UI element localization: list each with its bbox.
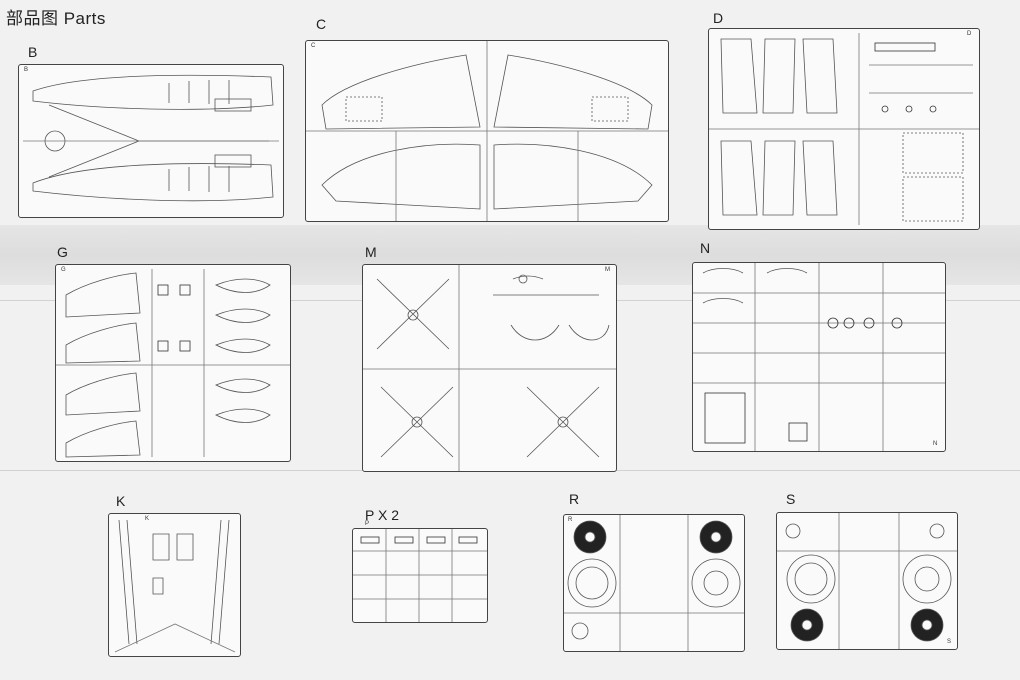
sprue-tag-m: M <box>605 267 610 273</box>
sprue-label-n: N <box>700 240 711 256</box>
sprue-label-c: C <box>316 16 327 32</box>
sprue-tag-b: B <box>24 67 29 73</box>
fuselage-halves-drawing <box>23 74 279 202</box>
sprue-tag-g: G <box>61 267 66 273</box>
sprue-frame-g: G <box>55 264 291 462</box>
canopy-frames-drawing <box>114 519 236 653</box>
engine-parts-drawing <box>564 515 744 651</box>
sprue-label-p: P X 2 <box>365 507 399 523</box>
sprue-tag-r: R <box>568 517 573 523</box>
sprue-tag-k: K <box>145 516 150 522</box>
small-parts-grid-drawing <box>353 529 487 622</box>
sprue-frame-s: S <box>776 512 958 650</box>
engine-parts-drawing <box>777 513 957 649</box>
sprue-frame-d: D <box>708 28 980 230</box>
sprue-label-g: G <box>57 244 68 260</box>
sprue-tag-s: S <box>947 639 952 645</box>
sprue-frame-c: C <box>305 40 669 222</box>
sprue-tag-p: P <box>365 521 370 527</box>
sprue-tag-c: C <box>311 43 316 49</box>
sprue-frame-k: K <box>108 513 241 657</box>
sprue-frame-m: M <box>362 264 617 472</box>
sprue-frame-b: B <box>18 64 284 218</box>
small-parts-drawing <box>693 263 945 451</box>
sprue-frame-p: P <box>352 521 488 623</box>
sprue-tag-n: N <box>933 441 938 447</box>
sprue-frame-n: N <box>692 262 946 452</box>
sprue-label-d: D <box>713 10 724 26</box>
sprue-label-r: R <box>569 491 580 507</box>
sprue-label-m: M <box>365 244 377 260</box>
propellers-drawing <box>363 265 616 471</box>
sprue-label-b: B <box>28 44 38 60</box>
wing-panels-drawing <box>306 41 668 221</box>
page-title: 部品图 Parts <box>6 9 106 28</box>
sprue-label-k: K <box>116 493 126 509</box>
control-surfaces-drawing <box>56 269 290 458</box>
tail-surfaces-drawing <box>709 33 979 225</box>
sprue-label-s: S <box>786 491 796 507</box>
sprue-frame-r: R <box>563 514 745 652</box>
sprue-tag-d: D <box>967 31 972 37</box>
